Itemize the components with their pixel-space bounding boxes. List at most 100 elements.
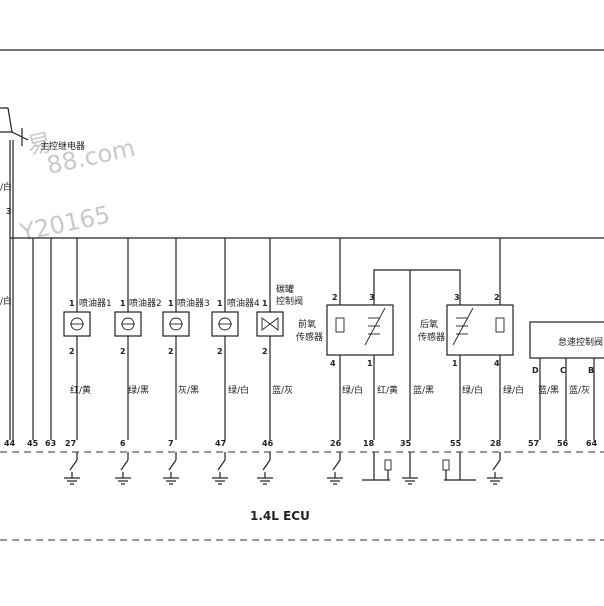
ecu-pin-27: 27 [65, 439, 76, 448]
rear-o2-body [446, 304, 514, 356]
canister-pin-bottom: 2 [262, 347, 268, 356]
watermark-text-3: 易 [25, 128, 54, 160]
canister-symbol-right [269, 317, 279, 331]
ecu-pin-28: 28 [490, 439, 502, 448]
ecu-pin-6: 6 [120, 439, 126, 448]
relay-wire-label-top: /白 [0, 181, 12, 193]
injector-2-pin-bottom: 2 [120, 347, 126, 356]
front-o2-element [364, 307, 386, 346]
ecu-label: 1.4L ECU [250, 509, 310, 523]
idle-valve-label: 怠速控制阀 [558, 336, 603, 348]
o2-signal-front [362, 452, 392, 481]
injector-3: 1 喷油器3 2 灰/黑 7 [162, 238, 210, 448]
injector-3-pin-bottom: 2 [168, 347, 174, 356]
sw28-b [492, 459, 501, 471]
rear-o2-pin-4: 4 [494, 359, 500, 368]
sw27-b [69, 459, 78, 471]
idle-valve-body [529, 321, 604, 359]
rear-o2-element [452, 307, 474, 346]
switch-ground-47 [212, 452, 228, 485]
injector-3-wire-color: 灰/黑 [178, 384, 199, 396]
injector-1: 1 喷油器1 2 红/黄 27 [63, 238, 112, 448]
switch-ground-46 [257, 452, 273, 485]
injector-2-pin-top: 1 [120, 299, 126, 308]
rear-o2-pin-3: 3 [454, 293, 460, 302]
o2-signal-rear [442, 452, 476, 481]
front-o2-label-2: 传感器 [296, 331, 323, 343]
switch-ground-6 [115, 452, 131, 485]
switch-ground-26 [327, 452, 343, 485]
front-o2-pin-3: 3 [369, 293, 375, 302]
shared-o2-bus [373, 269, 461, 305]
front-o2-wire-color-3: 蓝/黑 [413, 384, 434, 396]
rear-o2-label-2: 传感器 [418, 331, 445, 343]
front-o2-wire-color-1: 绿/白 [342, 384, 363, 396]
switch-ground-27 [64, 452, 80, 485]
ecu-pin-26: 26 [330, 439, 342, 448]
rear-o2-sensor: 3 2 1 4 后氧 传感器 绿/白 绿/白 55 28 [418, 238, 524, 448]
relay-wire-label-side: /白 [0, 295, 12, 307]
injector-4-pin-bottom: 2 [217, 347, 223, 356]
injector-3-label: 喷油器3 [177, 297, 210, 309]
canister-valve: 1 碳罐 控制阀 2 蓝/灰 46 [256, 238, 303, 448]
rear-o2-wire-color-2: 绿/白 [503, 384, 524, 396]
relay-pin: 3 [6, 207, 12, 216]
ecu-pin-56: 56 [557, 439, 569, 448]
injector-2-wire-color: 绿/黑 [128, 384, 149, 396]
idle-control-valve: 怠速控制阀 D C B 蓝/黑 蓝/灰 57 56 64 [528, 321, 604, 448]
sw46-b [262, 459, 271, 471]
front-o2-sensor: 2 3 4 1 前氧 传感器 绿/白 红/黄 蓝/黑 26 18 35 [296, 238, 461, 448]
injector-4: 1 喷油器4 2 绿/白 47 [211, 238, 260, 448]
injector-1-label: 喷油器1 [79, 297, 112, 309]
idle-pin-c: C [560, 366, 566, 375]
canister-label-1: 碳罐 [276, 283, 294, 295]
injector-4-pin-top: 1 [217, 299, 223, 308]
injector-1-wire-color: 红/黄 [70, 384, 91, 396]
switch-ground-7 [163, 452, 179, 485]
watermark-text-2: Y20165 [17, 200, 113, 247]
injector-2-label: 喷油器2 [129, 297, 162, 309]
relay-body [0, 107, 13, 133]
ecu-pin-18: 18 [363, 439, 375, 448]
main-relay: 主控继电器 /白 /白 3 [0, 107, 85, 307]
sw47-b [217, 459, 226, 471]
sw6-b [120, 459, 129, 471]
ground-35 [402, 452, 418, 485]
switch-ground-28 [487, 452, 503, 485]
rear-o2-pin-2: 2 [494, 293, 500, 302]
ecu-pin-7: 7 [168, 439, 174, 448]
front-o2-pin-2: 2 [332, 293, 338, 302]
ecu-pin-44: 44 [4, 439, 16, 448]
relay-switch [11, 131, 29, 141]
front-o2-heater [335, 317, 345, 333]
injector-4-label: 喷油器4 [227, 297, 260, 309]
o2r-res [442, 459, 450, 471]
ecu-pin-63: 63 [45, 439, 56, 448]
rear-o2-heater [495, 317, 505, 333]
ecu-pin-45: 45 [27, 439, 39, 448]
front-o2-label-1: 前氧 [298, 318, 316, 330]
ecu-pin-57: 57 [528, 439, 539, 448]
o2f-res [384, 459, 392, 471]
watermark-text-1: 88.com [44, 134, 137, 180]
front-o2-body [326, 304, 394, 356]
rear-o2-label-1: 后氧 [420, 318, 438, 330]
canister-wire-color: 蓝/灰 [272, 384, 293, 396]
front-o2-wire-color-2: 红/黄 [377, 384, 398, 396]
ecu-pin-35: 35 [400, 439, 412, 448]
sw7-b [168, 459, 177, 471]
injector-4-wire-color: 绿/白 [228, 384, 249, 396]
rear-o2-wire-color-1: 绿/白 [462, 384, 483, 396]
injector-2: 1 喷油器2 2 绿/黑 6 [114, 238, 162, 448]
idle-wire-color-2: 蓝/灰 [569, 384, 590, 396]
idle-pin-d: D [532, 366, 539, 375]
rear-o2-pin-1: 1 [452, 359, 458, 368]
idle-pin-b: B [588, 366, 594, 375]
canister-symbol-left [261, 317, 271, 331]
ecu-pin-64: 64 [586, 439, 598, 448]
injector-1-pin-bottom: 2 [69, 347, 75, 356]
canister-pin-top: 1 [262, 299, 268, 308]
relay-label: 主控继电器 [40, 140, 85, 152]
sw26-b [332, 459, 341, 471]
